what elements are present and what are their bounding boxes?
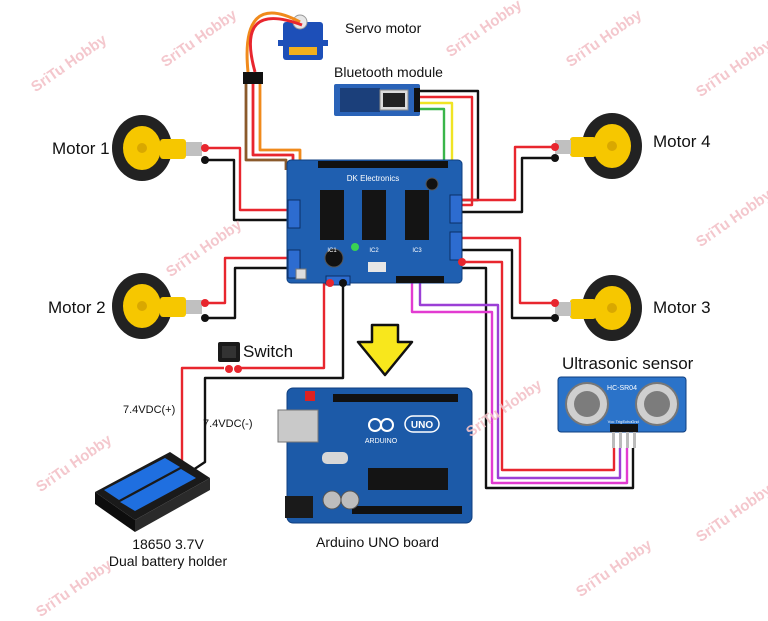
motor3-unit [555,275,642,341]
sensor-pin-vcc: Vcc [608,419,615,424]
shield-brand: DK Electronics [347,174,399,183]
motor4-unit [555,113,642,179]
shield-chip-label-3: IC3 [412,248,422,254]
motor2-wire-red [205,256,294,305]
motor2-unit [112,273,202,339]
motor1-unit [112,115,202,181]
battery-positive-label: 7.4VDC(+) [123,404,176,416]
connection-dots-black [201,154,559,322]
bluetooth-module [334,84,420,116]
motor1-wire-red [205,146,294,212]
motor3-label: Motor 3 [653,298,711,317]
motor2-label: Motor 2 [48,298,106,317]
bt-wire-green [420,107,446,164]
sensor-pin-gnd: Gnd [631,419,639,424]
shield-chip-label-1: IC1 [327,248,337,254]
motor2-wire-black [205,266,294,320]
servo-wire-brown [244,80,288,170]
bluetooth-label: Bluetooth module [334,64,443,80]
arduino-board [277,387,473,524]
shield-chips [320,190,429,240]
us-wire-purple [418,283,622,480]
switch-to-battery-red [180,366,224,462]
motor1-label: Motor 1 [52,139,110,158]
wires [180,80,635,490]
arduino-label: Arduino UNO board [316,534,439,550]
battery-holder [95,452,210,532]
capacitor [324,248,344,268]
power-wire-black [192,283,345,471]
down-arrow-icon [356,323,414,377]
motor4-wire-red [460,145,555,202]
infinity-logo [368,418,394,432]
battery-label-line2: Dual battery holder [108,553,228,569]
motor3-wire-red [460,236,555,305]
servo-motor [243,11,328,84]
bt-wire-yellow [420,101,454,164]
sensor-model-text: HC-SR04 [607,385,637,392]
us-wire-red [462,260,616,472]
shield-chip-label-2: IC2 [369,248,379,254]
shield-terminals-right [449,194,463,261]
battery-label-line1: 18650 3.7V [132,536,204,552]
servo-label: Servo motor [345,20,422,36]
shield-terminals-left [287,199,301,279]
rocker-switch [218,342,242,373]
arduino-model-text: UNO [411,420,433,431]
arduino-logo-text: ARDUINO [365,438,398,445]
switch-label: Switch [243,342,294,361]
power-led [351,243,359,251]
battery-negative-label: 7.4VDC(-) [203,418,253,430]
connection-dots [201,143,559,307]
motor3-wire-black [460,248,555,320]
motor4-wire-black [460,156,555,214]
sensor-pin-trig: Trig [616,419,623,424]
motor1-wire-black [205,158,294,222]
us-wire-magenta [410,283,629,485]
capacitor [425,177,439,191]
us-wire-black [462,266,635,490]
ultrasonic-sensor [557,376,687,448]
motor4-label: Motor 4 [653,132,711,151]
ultrasonic-label: Ultrasonic sensor [562,354,694,373]
motor-shield [286,159,463,286]
bt-wire-red [420,95,474,207]
sensor-pin-echo: Echo [622,419,632,424]
